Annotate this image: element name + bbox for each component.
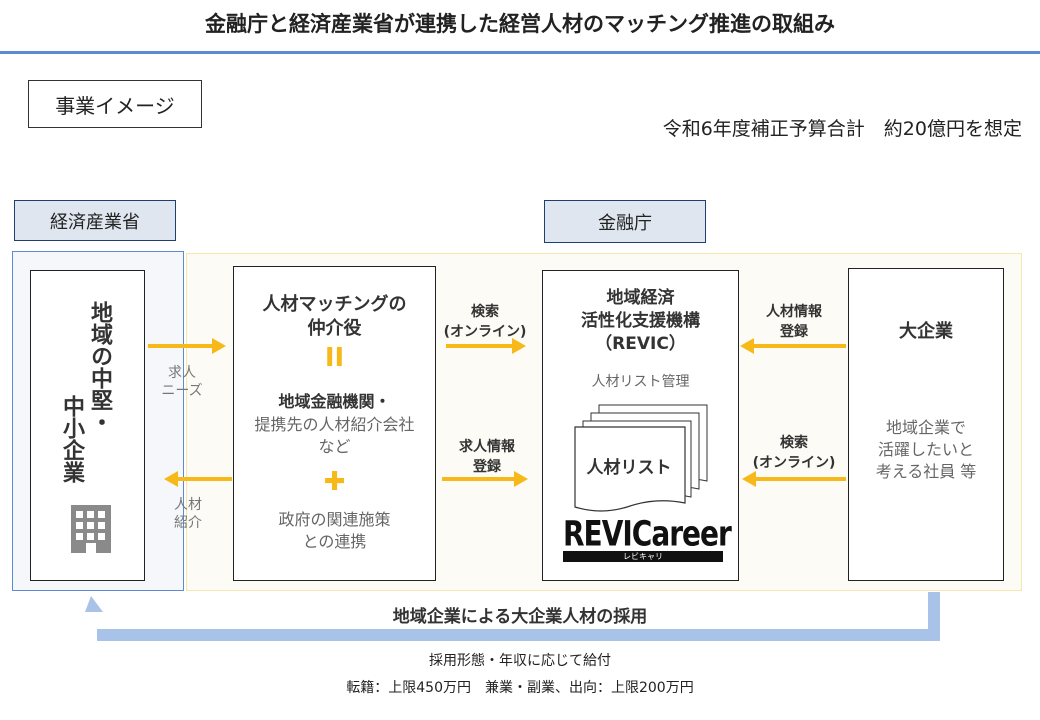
- sme-text-col1: 地域の中堅・: [87, 301, 112, 433]
- large-company-title: 大企業: [899, 321, 953, 342]
- policy-line1: 政府の関連施策: [278, 510, 391, 529]
- intermediary-title-line1: 人材マッチングの: [262, 294, 407, 315]
- talent-label-line1: 人材: [174, 497, 202, 513]
- policy-line2: との連携: [302, 532, 367, 551]
- title-divider: [0, 51, 1040, 54]
- meti-label: 経済産業省: [14, 200, 176, 241]
- budget-text: 令和6年度補正予算合計 約20億円を想定: [662, 118, 1022, 140]
- search1-label-line1: 検索: [471, 304, 499, 320]
- sme-text-col2: 中小企業: [59, 395, 84, 483]
- arrow-needs-right: [148, 338, 226, 354]
- talent-list-label: 人材リスト: [586, 458, 672, 478]
- arrow-search-right: [446, 338, 526, 354]
- large-desc-line1: 地域企業で: [885, 418, 966, 437]
- job-register-label-line1: 求人情報: [459, 439, 515, 455]
- equals-sign: II: [324, 343, 345, 373]
- revic-title-line2: 活性化支援機構: [581, 311, 700, 331]
- arrow-search-left: [742, 471, 846, 487]
- intermediary-title-line2: 仲介役: [307, 318, 362, 339]
- return-arrow: [85, 592, 940, 641]
- sme-card: 地域の中堅・ 中小企業: [30, 270, 145, 581]
- image-label-box: 事業イメージ: [28, 80, 202, 128]
- needs-label-line2: ニーズ: [161, 383, 203, 399]
- needs-label-line1: 求人: [168, 365, 196, 381]
- arrow-job-register-right: [442, 471, 528, 487]
- search1-label-line2: (オンライン): [443, 324, 527, 340]
- revicareer-logo-sub: レビキャリ: [563, 551, 723, 562]
- large-company-card: 大企業 地域企業で 活躍したいと 考える社員 等: [848, 268, 1004, 581]
- plus-icon: ✚: [323, 467, 346, 497]
- register1-label-line2: 登録: [780, 324, 808, 340]
- recruitment-flow-label: 地域企業による大企業人材の採用: [392, 607, 648, 627]
- talent-label-line2: 紹介: [174, 515, 202, 531]
- subsidy-note-1: 採用形態・年収に応じて給付: [429, 653, 611, 669]
- revic-title-line3: （REVIC）: [595, 334, 686, 354]
- arrow-register-left: [740, 338, 846, 354]
- revicareer-logo-text: REVICareer: [563, 512, 732, 554]
- search2-label-line2: (オンライン): [752, 455, 836, 471]
- revicareer-logo: REVICareer レビキャリ: [563, 515, 732, 562]
- job-register-label-line2: 登録: [473, 459, 501, 475]
- revic-description: 人材リスト管理: [591, 374, 690, 390]
- large-desc-line3: 考える社員 等: [875, 462, 977, 481]
- revic-title-line1: 地域経済: [606, 288, 675, 308]
- register1-label-line1: 人材情報: [766, 304, 822, 320]
- intermediary-sub-line2: など: [318, 437, 351, 456]
- fsa-label: 金融庁: [544, 200, 706, 243]
- subsidy-note-2: 転籍：上限450万円 兼業・副業、出向：上限200万円: [346, 680, 694, 696]
- large-desc-line2: 活躍したいと: [877, 440, 974, 459]
- building-icon: [71, 505, 111, 553]
- search2-label-line1: 検索: [780, 435, 808, 451]
- page-title: 金融庁と経済産業省が連携した経営人材のマッチング推進の取組み: [205, 12, 835, 36]
- arrow-talent-left: [164, 471, 232, 487]
- document-stack-icon: [574, 404, 708, 512]
- intermediary-subtitle: 地域金融機関・: [278, 392, 391, 411]
- intermediary-sub-line1: 提携先の人材紹介会社: [254, 415, 415, 434]
- revic-card: 地域経済 活性化支援機構 （REVIC） 人材リスト管理 人材リスト REVIC…: [542, 270, 739, 581]
- intermediary-card: 人材マッチングの 仲介役 II 地域金融機関・ 提携先の人材紹介会社 など ✚ …: [233, 266, 436, 581]
